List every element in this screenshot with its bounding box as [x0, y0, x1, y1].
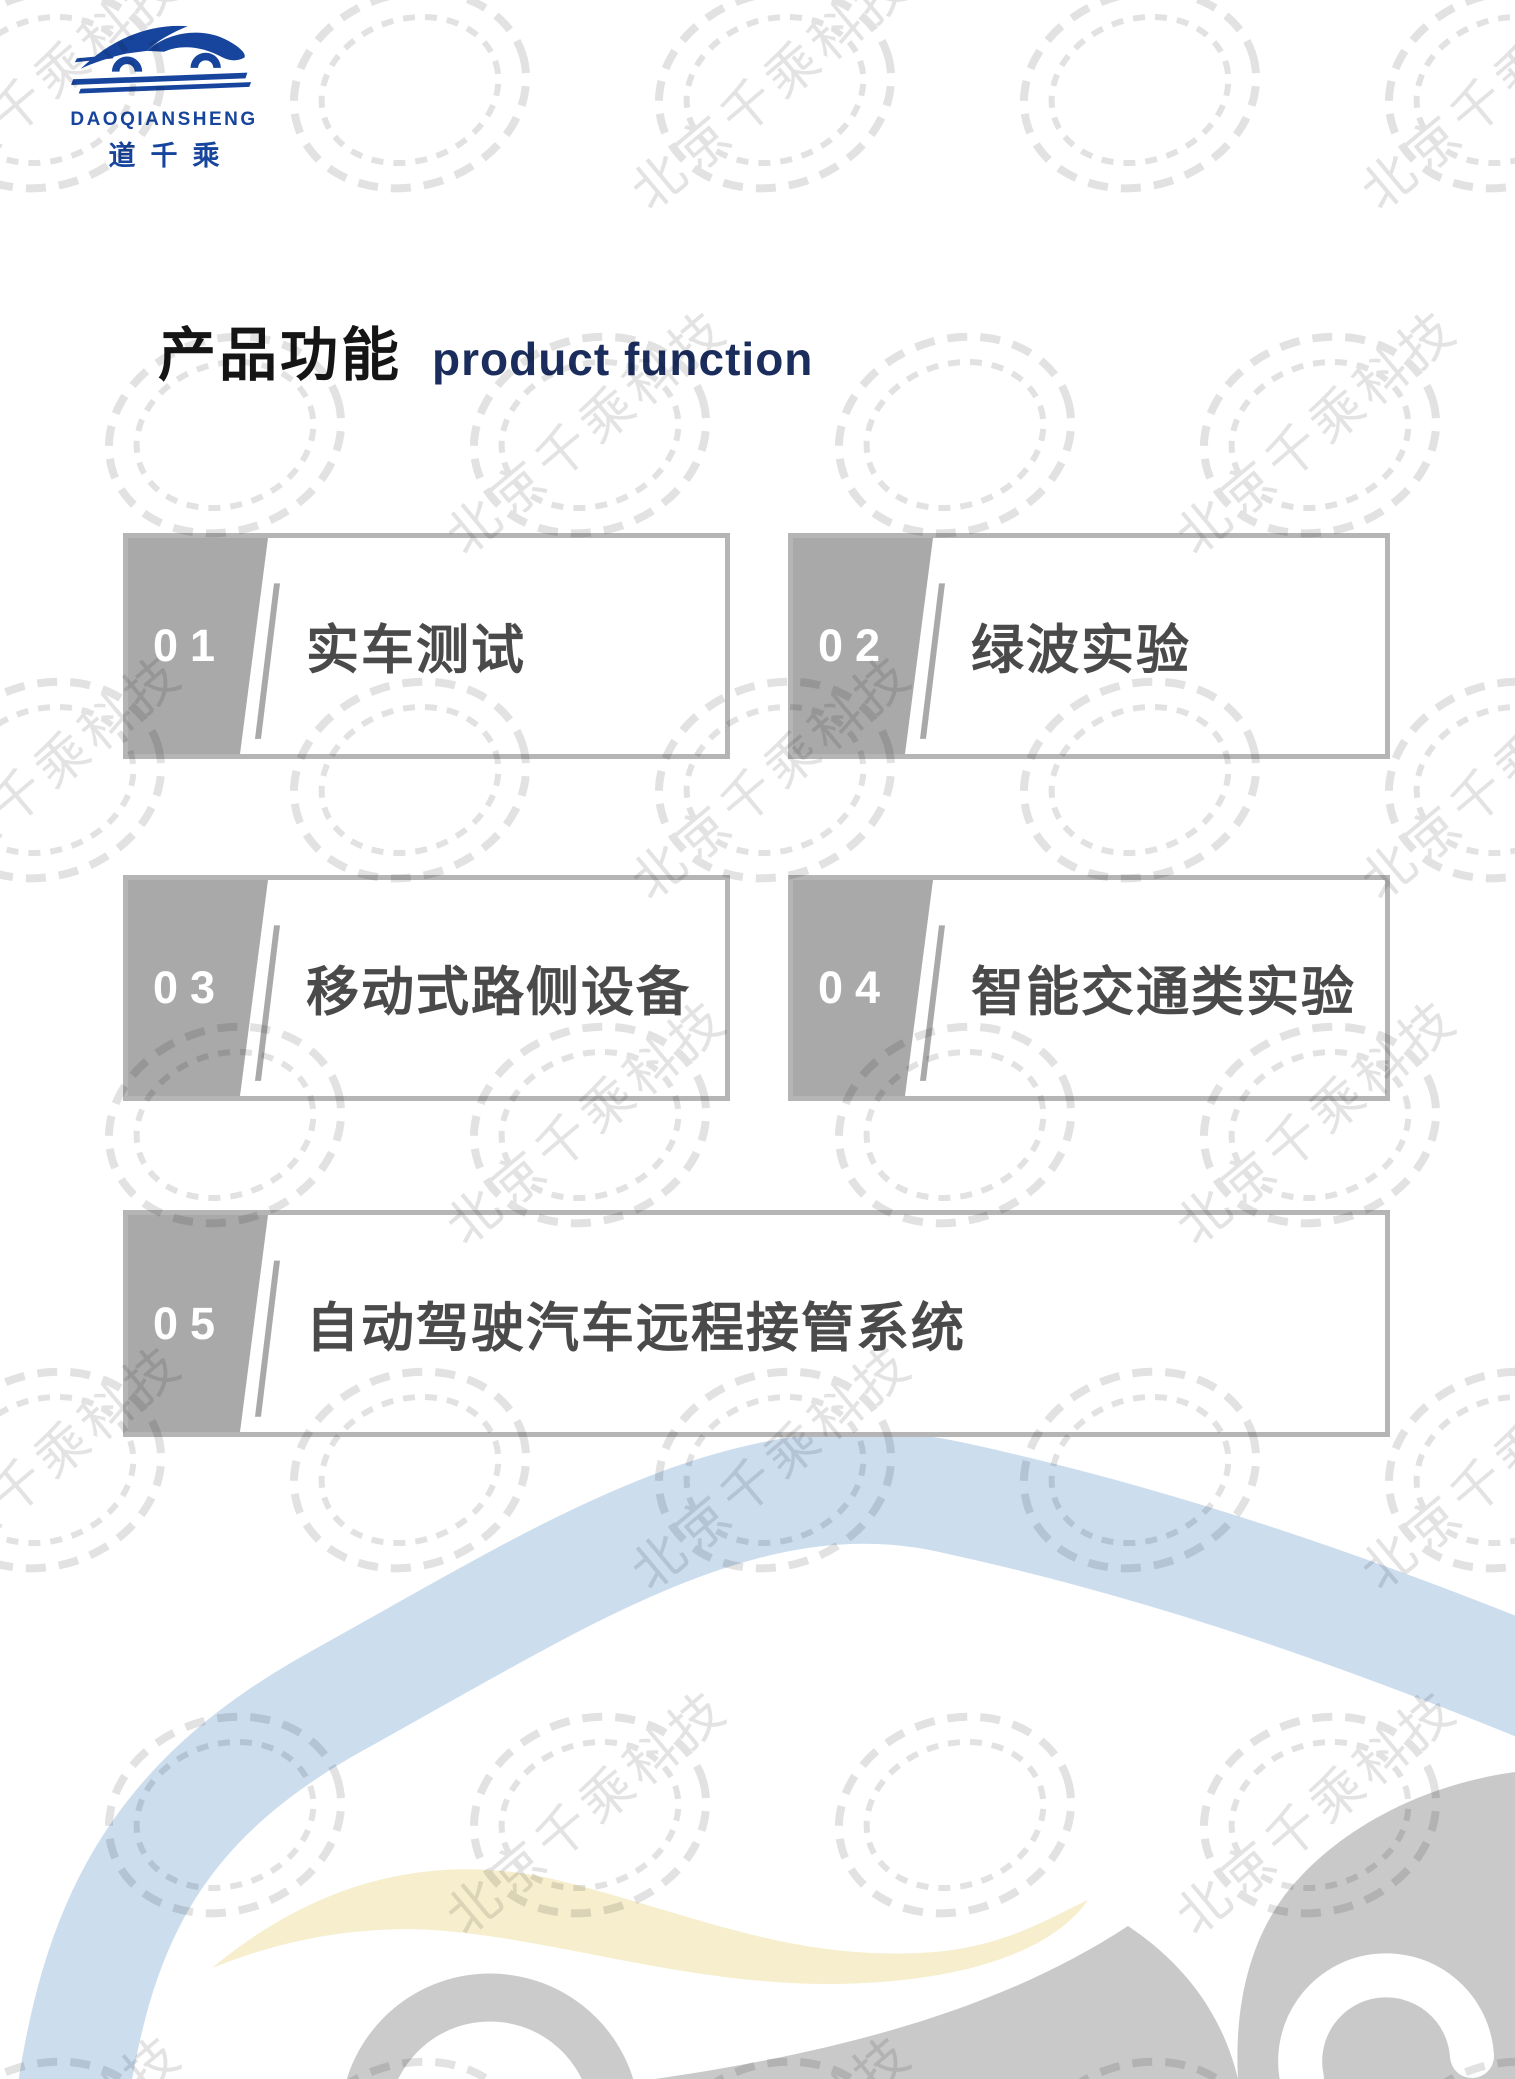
white-wave-curl	[1278, 1953, 1494, 2079]
card-label: 自动驾驶汽车远程接管系统	[306, 1298, 966, 1358]
card-number: 03	[152, 962, 228, 1013]
car-swoosh-icon	[71, 25, 252, 94]
function-card-05: 05 自动驾驶汽车远程接管系统	[123, 1210, 1390, 1437]
page-title-cn: 产品功能	[158, 323, 403, 388]
card-label: 实车测试	[306, 621, 526, 680]
gray-arc-shape	[346, 1973, 634, 2079]
logo-brand-en: DAOQIANSHENG	[70, 109, 258, 130]
function-card-01: 01 实车测试	[123, 533, 730, 759]
card-label: 绿波实验	[971, 621, 1191, 680]
card-number: 02	[817, 620, 893, 671]
gray-wave-wedge-shape	[655, 1926, 1238, 2079]
function-card-03: 03 移动式路侧设备	[123, 875, 730, 1101]
function-card-02: 02 绿波实验	[788, 533, 1390, 759]
card-number: 04	[817, 962, 893, 1013]
section-title: 产品功能 product function	[158, 308, 813, 392]
card-label: 移动式路侧设备	[306, 963, 691, 1022]
card-label: 智能交通类实验	[971, 963, 1356, 1022]
logo-brand-cn: 道千乘	[108, 141, 235, 171]
logo: DAOQIANSHENG 道千乘	[55, 12, 273, 173]
card-number: 05	[152, 1297, 228, 1349]
card-number: 01	[152, 620, 228, 671]
function-card-04: 04 智能交通类实验	[788, 875, 1390, 1101]
cream-wave-shape	[212, 1869, 1088, 1985]
page-title-en: product function	[432, 333, 814, 385]
